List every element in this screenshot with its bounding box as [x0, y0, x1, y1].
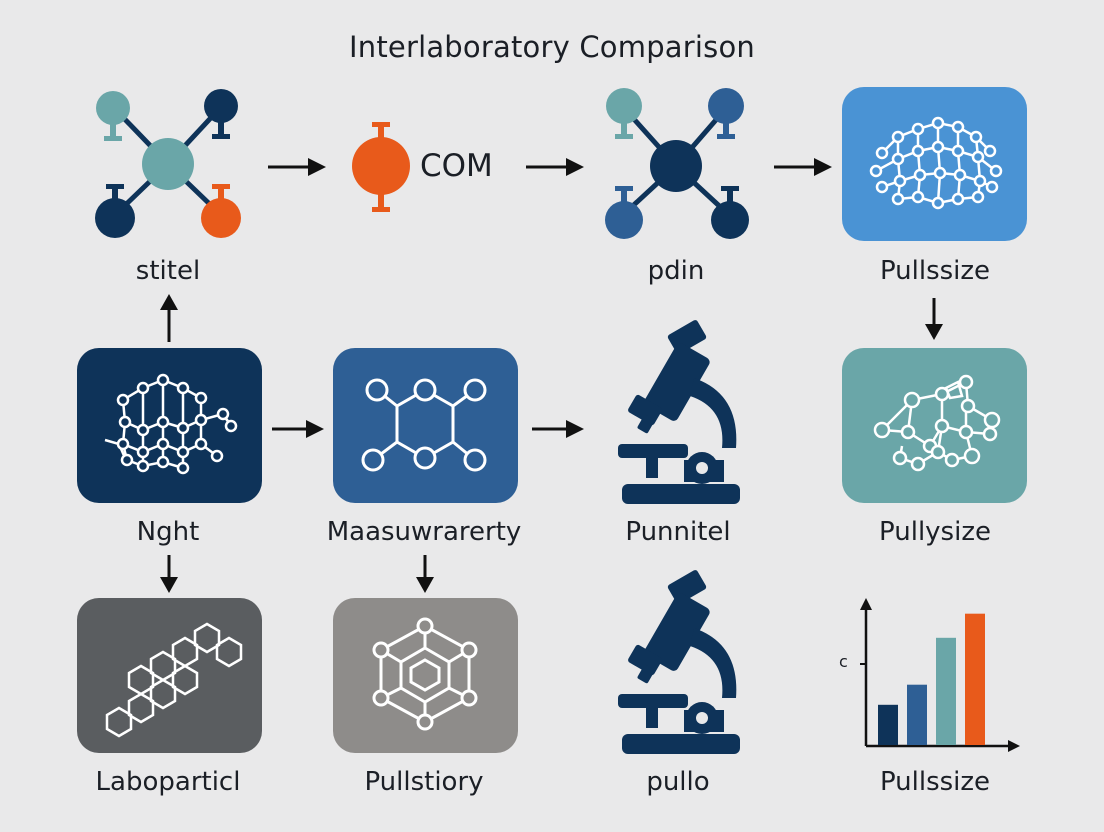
chart-bar — [936, 637, 956, 745]
bar-chart-icon — [850, 598, 1024, 754]
node-icon — [348, 118, 414, 218]
label-pdin: pdin — [647, 256, 705, 286]
molecule-icon — [88, 88, 248, 248]
arrow-right-icon — [524, 156, 586, 178]
arrow-up-icon — [158, 292, 180, 344]
arrow-right-icon — [772, 156, 834, 178]
label-pullssize-top: Pullssize — [879, 256, 991, 286]
hexagon-network-card-blue — [333, 348, 518, 503]
network-card-sky — [842, 87, 1027, 241]
hexagon-chain-card-gray — [77, 598, 262, 753]
arrow-down-icon — [158, 553, 180, 595]
arrow-down-icon — [414, 553, 436, 595]
label-pullo: pullo — [646, 767, 710, 797]
diagram-title: Interlaboratory Comparison — [349, 30, 755, 64]
chart-bar — [965, 613, 985, 745]
label-punnitel: Punnitel — [625, 517, 731, 547]
label-stitel: stitel — [135, 256, 201, 286]
arrow-right-icon — [266, 156, 328, 178]
com-label: COM — [420, 148, 493, 184]
molecule-icon — [596, 86, 756, 246]
network-card-teal — [842, 348, 1027, 503]
microscope-icon — [618, 570, 748, 756]
network-card-navy — [77, 348, 262, 503]
hexagon-ring-card-gray — [333, 598, 518, 753]
label-laboparticl: Laboparticl — [95, 767, 241, 797]
label-measurement: Maasuwrarerty — [326, 517, 522, 547]
chart-y-label: c — [839, 652, 848, 671]
chart-bar — [878, 704, 898, 745]
arrow-right-icon — [530, 418, 586, 440]
microscope-icon — [618, 320, 748, 506]
label-nght: Nght — [136, 517, 200, 547]
label-pullstiory: Pullstiory — [364, 767, 484, 797]
arrow-right-icon — [270, 418, 326, 440]
label-pullysize: Pullysize — [879, 517, 991, 547]
arrow-down-icon — [923, 296, 945, 342]
chart-bar — [907, 684, 927, 745]
label-pullssize-bottom: Pullssize — [879, 767, 991, 797]
